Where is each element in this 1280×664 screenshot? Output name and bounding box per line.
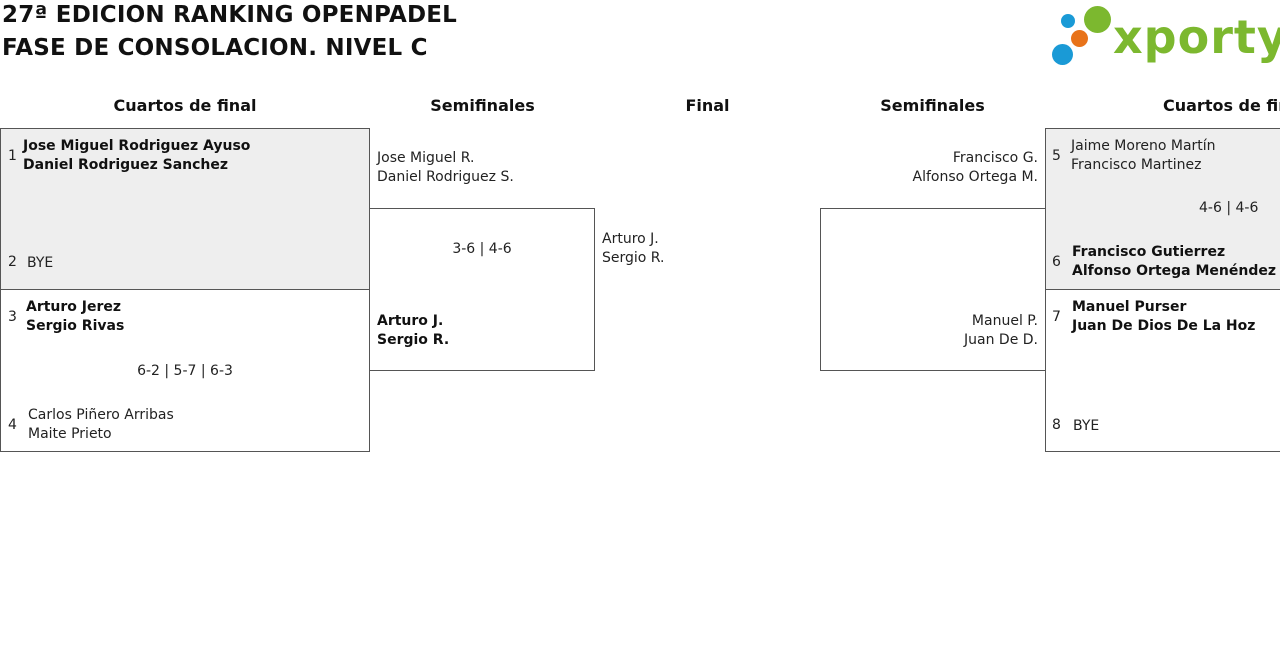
player-name: Francisco Gutierrez	[1072, 244, 1226, 260]
match-score: 4-6 | 4-6	[1199, 200, 1259, 216]
round-header-sf-right: Semifinales	[880, 96, 985, 115]
seed-number: 8	[1052, 417, 1061, 433]
player-name: BYE	[1073, 418, 1100, 434]
match-left-qf1: 1 Jose Miguel Rodriguez Ayuso Daniel Rod…	[0, 128, 370, 290]
player-name: Manuel Purser	[1072, 299, 1187, 315]
match-right-qf1: 5 Jaime Moreno Martín Francisco Martinez…	[1045, 128, 1280, 290]
player-name: BYE	[27, 255, 54, 271]
logo-dot-blue-small-icon	[1061, 14, 1075, 28]
page-subtitle: FASE DE CONSOLACION. NIVEL C	[2, 35, 428, 61]
player-name: Daniel Rodriguez Sanchez	[23, 157, 229, 173]
player-name: Arturo Jerez	[26, 299, 122, 315]
player-name: Jose Miguel Rodriguez Ayuso	[23, 138, 251, 154]
page-title: 27ª EDICION RANKING OPENPADEL	[2, 2, 458, 28]
player-name: Juan De Dios De La Hoz	[1072, 318, 1256, 334]
round-header-final: Final	[685, 96, 730, 115]
match-left-sf: 3-6 | 4-6 Arturo J. Sergio R.	[369, 208, 595, 371]
player-name: Manuel P.	[971, 313, 1038, 329]
seed-number: 5	[1052, 148, 1061, 164]
player-name: Arturo J.	[602, 231, 659, 247]
round-header-sf-left: Semifinales	[430, 96, 535, 115]
player-name: Sergio R.	[377, 332, 450, 348]
round-header-qf-left: Cuartos de final	[113, 96, 257, 115]
seed-number: 4	[8, 417, 17, 433]
player-name: Jaime Moreno Martín	[1071, 138, 1216, 154]
seed-number: 7	[1052, 309, 1061, 325]
round-header-qf-right: Cuartos de fin	[1163, 96, 1280, 115]
player-name: Arturo J.	[377, 313, 444, 329]
logo-text: xporty	[1113, 10, 1280, 64]
seed-number: 3	[8, 309, 17, 325]
player-name: Alfonso Ortega M.	[912, 169, 1038, 185]
xporty-logo	[1050, 2, 1280, 72]
logo-dot-orange-icon	[1071, 30, 1088, 47]
player-name: Maite Prieto	[28, 426, 112, 442]
player-name: Carlos Piñero Arribas	[28, 407, 174, 423]
player-name: Francisco Martinez	[1071, 157, 1202, 173]
seed-number: 2	[8, 254, 17, 270]
logo-dot-green-icon	[1084, 6, 1111, 33]
player-name: Juan De D.	[964, 332, 1038, 348]
player-name: Sergio R.	[602, 250, 665, 266]
player-name: Alfonso Ortega Menéndez	[1072, 263, 1276, 279]
match-right-sf: Manuel P. Juan De D.	[820, 208, 1046, 371]
match-right-qf2: 7 Manuel Purser Juan De Dios De La Hoz 8…	[1045, 289, 1280, 452]
seed-number: 6	[1052, 254, 1061, 270]
match-left-qf2: 3 Arturo Jerez Sergio Rivas 6-2 | 5-7 | …	[0, 289, 370, 452]
seed-number: 1	[8, 148, 17, 164]
logo-dot-blue-icon	[1052, 44, 1073, 65]
match-score: 6-2 | 5-7 | 6-3	[137, 363, 233, 379]
player-name: Francisco G.	[952, 150, 1038, 166]
match-score: 3-6 | 4-6	[452, 241, 512, 257]
player-name: Sergio Rivas	[26, 318, 125, 334]
player-name: Jose Miguel R.	[377, 150, 475, 166]
player-name: Daniel Rodriguez S.	[377, 169, 514, 185]
